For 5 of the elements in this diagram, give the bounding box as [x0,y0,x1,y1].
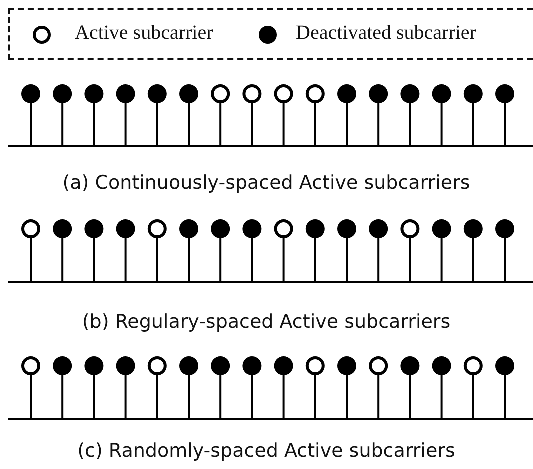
panel-caption: (c) Randomly-spaced Active subcarriers [76,440,456,462]
panel-caption: (b) Regulary-spaced Active subcarriers [81,311,452,333]
panel-caption: (a) Continuously-spaced Active subcarriers [62,172,472,194]
legend-label: Active subcarrier [75,22,214,45]
legend-label: Deactivated subcarrier [296,22,476,45]
